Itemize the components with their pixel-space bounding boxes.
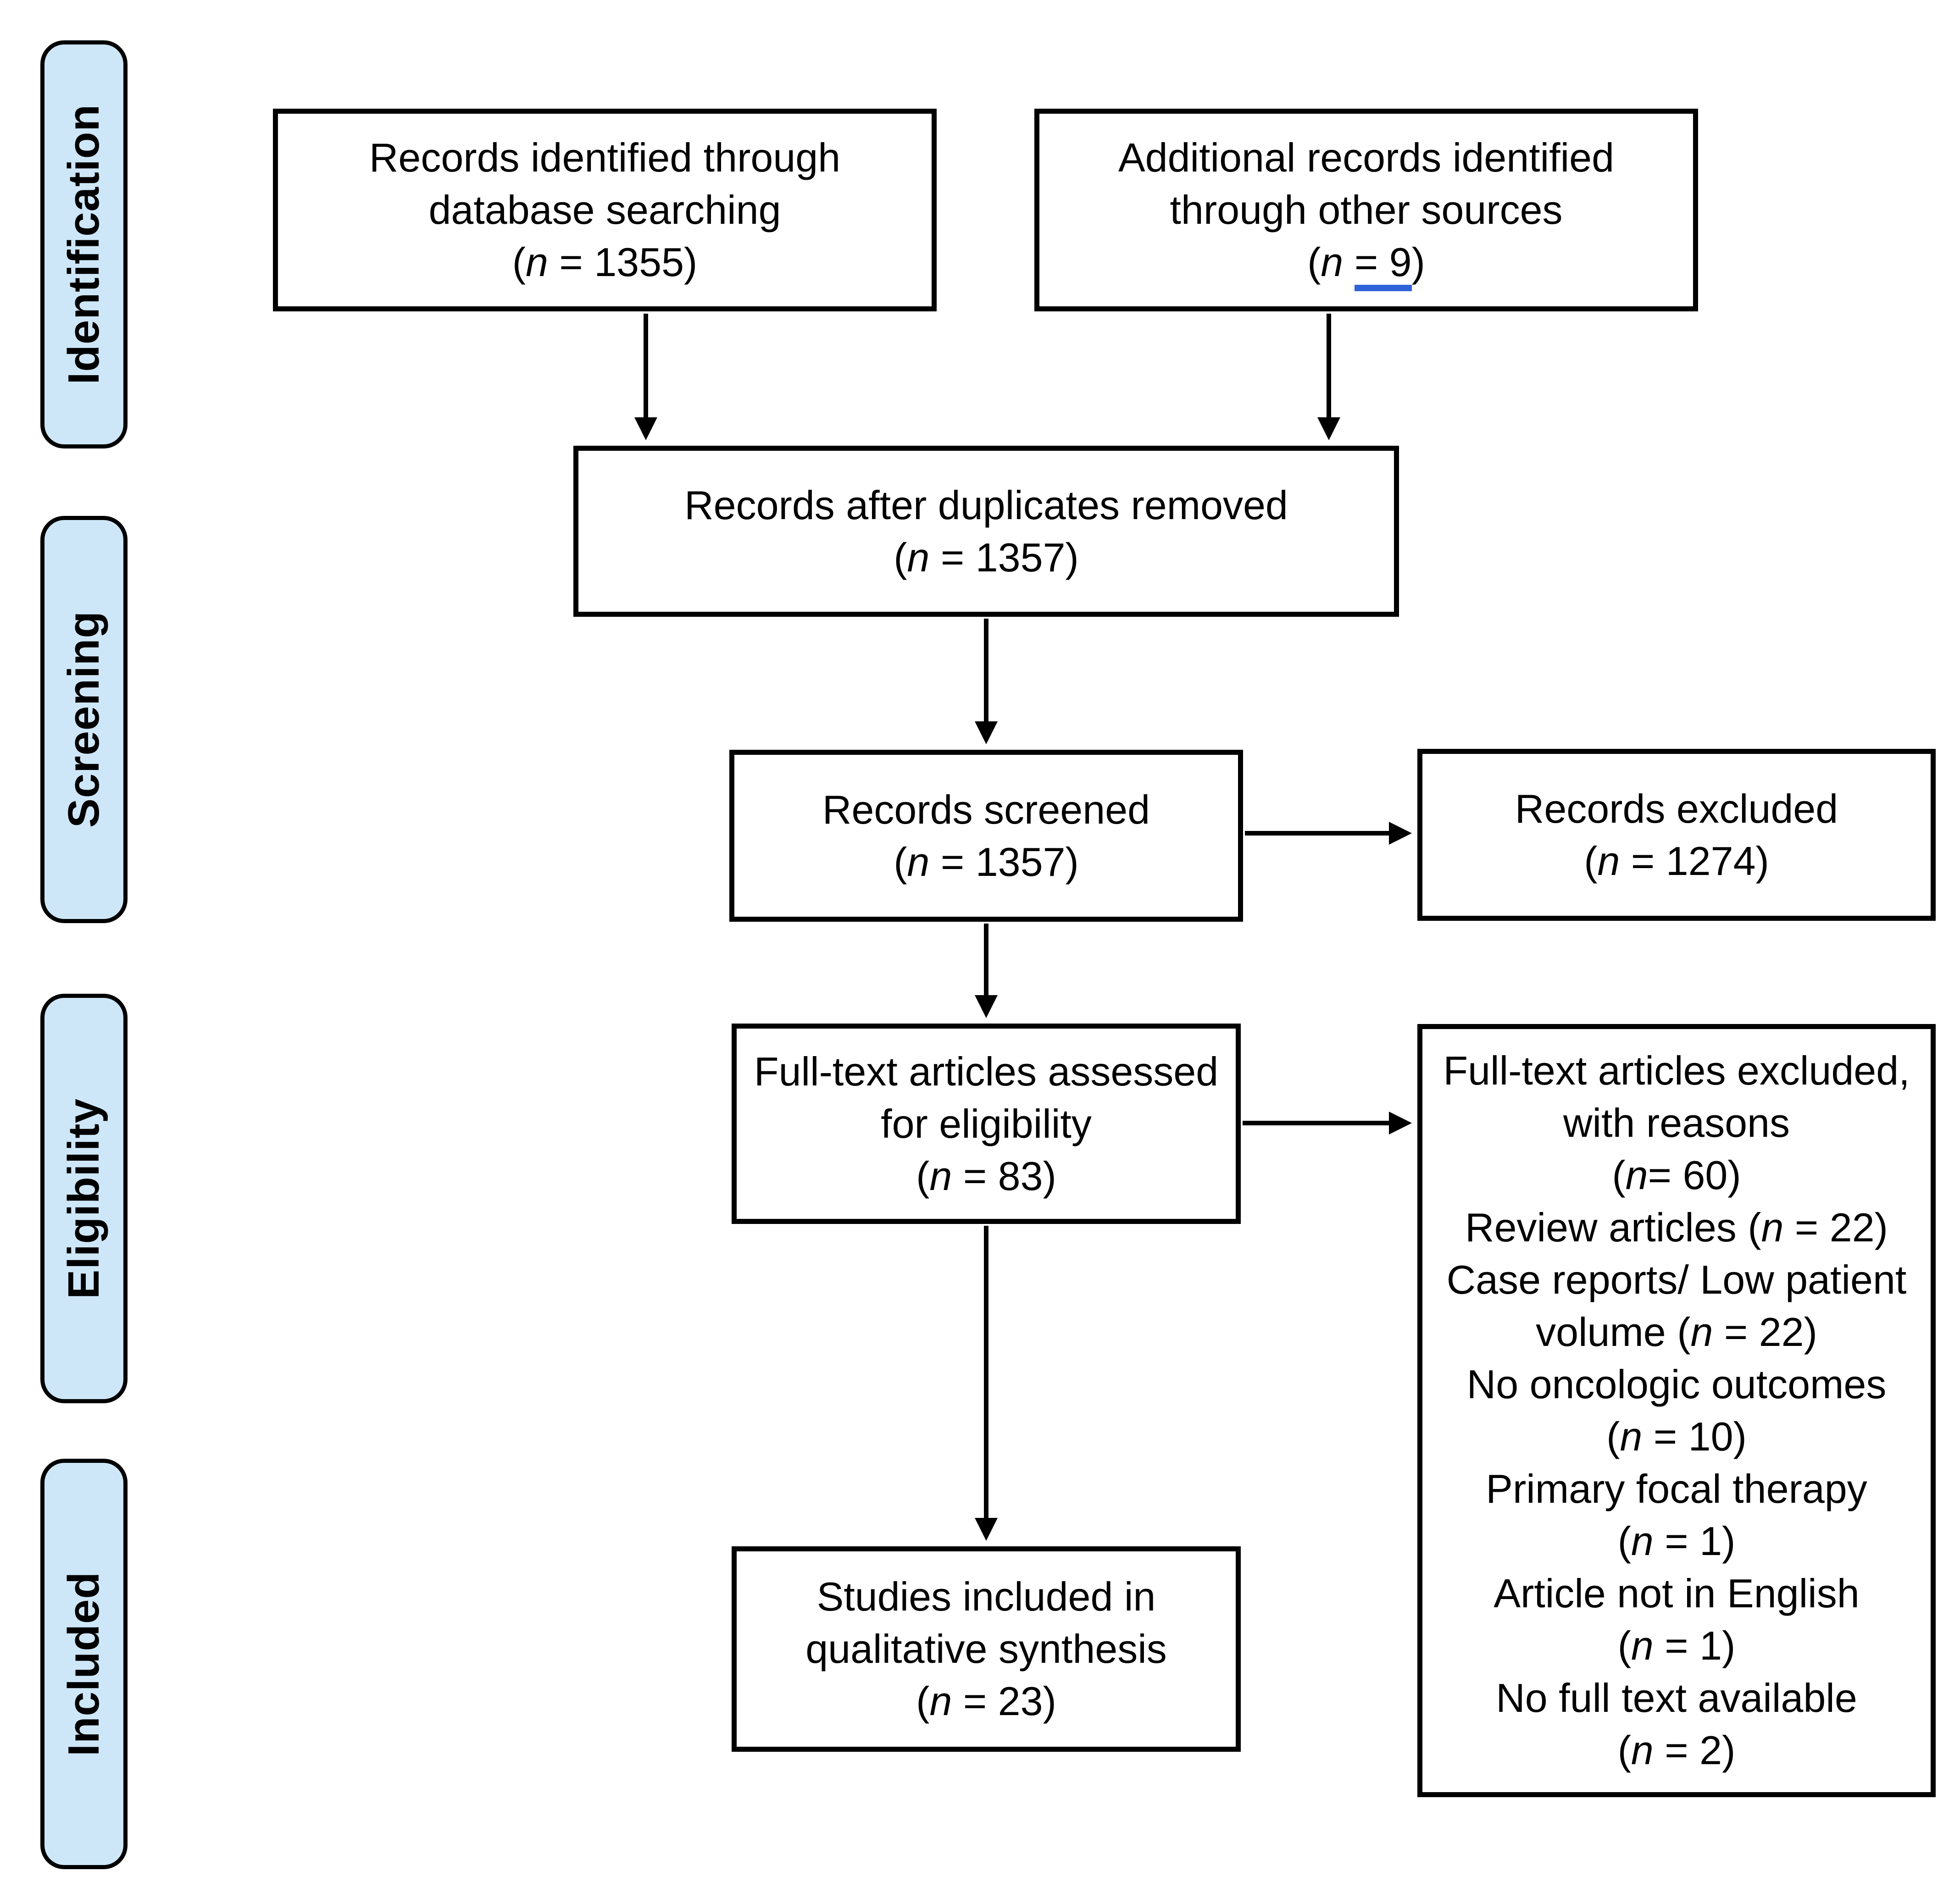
box-text-line: No oncologic outcomes (1466, 1362, 1887, 1407)
box-text-line: Additional records identified (1118, 135, 1615, 180)
box-text-line: (n = 2) (1617, 1727, 1736, 1773)
box-text-line: qualitative synthesis (805, 1626, 1167, 1672)
box-text-line: with reasons (1563, 1100, 1790, 1146)
box-text-line: Full-text articles assessed (754, 1048, 1219, 1094)
box-text-line: for eligibility (881, 1101, 1092, 1146)
box-text-line: Records excluded (1515, 786, 1838, 831)
stage-label-screening: Screening (40, 516, 128, 923)
stage-label-identification: Identification (40, 40, 128, 448)
box-text-line: Review articles (n = 22) (1465, 1205, 1888, 1250)
box-text-line: Article not in English (1494, 1571, 1860, 1616)
box-text-line: Case reports/ Low patient (1446, 1257, 1907, 1302)
box-text-line: volume (n = 22) (1536, 1309, 1817, 1355)
box-records-screened: Records screened (n = 1357) (729, 750, 1243, 922)
box-text-line: Records after duplicates removed (684, 482, 1288, 528)
box-text-line: (n= 60) (1612, 1152, 1741, 1198)
box-text-line: Full-text articles excluded, (1443, 1048, 1910, 1093)
box-text-line: Records screened (822, 786, 1150, 832)
box-fulltext-assessed: Full-text articles assessed for eligibili… (732, 1024, 1241, 1224)
box-records-excluded: Records excluded (n = 1274) (1417, 749, 1936, 921)
stage-label-eligibility: Eligibility (40, 994, 128, 1403)
box-text-line: (n = 9) (1307, 236, 1425, 291)
stage-label-included: Included (40, 1459, 128, 1869)
box-text-line: (n = 1357) (894, 839, 1079, 885)
stage-label-eligibility-text: Eligibility (59, 1098, 108, 1299)
box-additional-records: Additional records identified through oth… (1034, 109, 1698, 311)
box-text-line: (n = 1357) (894, 534, 1079, 580)
stage-label-included-text: Included (59, 1572, 108, 1756)
box-text-line: database searching (428, 187, 781, 232)
box-text-line: (n = 23) (916, 1678, 1056, 1724)
stage-label-identification-text: Identification (59, 104, 108, 385)
box-text-line: Studies included in (816, 1574, 1156, 1619)
box-duplicates-removed: Records after duplicates removed (n = 135… (573, 446, 1399, 617)
box-text-line: No full text available (1496, 1675, 1857, 1721)
box-text-line: (n = 1355) (512, 239, 698, 285)
box-text-line: Records identified through (369, 135, 841, 180)
box-records-identified: Records identified through database searc… (273, 109, 937, 311)
box-text-line: Primary focal therapy (1486, 1466, 1867, 1511)
box-fulltext-excluded: Full-text articles excluded, with reasons… (1417, 1024, 1936, 1797)
box-text-line: (n = 1274) (1584, 838, 1769, 884)
box-studies-included: Studies included in qualitative synthesis… (732, 1546, 1241, 1752)
box-text-line: (n = 1) (1617, 1518, 1736, 1564)
box-text-line: (n = 10) (1606, 1414, 1747, 1459)
box-text-line: (n = 1) (1617, 1623, 1736, 1668)
box-text-line: (n = 83) (916, 1153, 1056, 1199)
box-text-line: through other sources (1170, 187, 1563, 232)
stage-label-screening-text: Screening (59, 611, 108, 828)
